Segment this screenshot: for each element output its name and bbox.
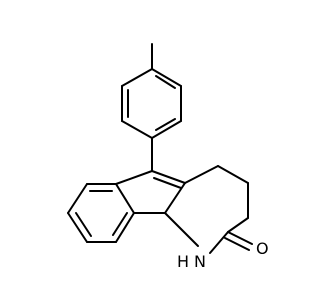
tolyl-double-2 xyxy=(155,118,176,131)
benzo-ring xyxy=(67,183,135,243)
cyclopentadiene-ring xyxy=(115,170,186,214)
tolyl-ring xyxy=(121,68,182,139)
tolyl-bond-6 xyxy=(121,68,153,87)
lactam-bond-2 xyxy=(217,165,249,184)
bond-amide-c-n xyxy=(209,231,229,254)
five-ring-bond-5 xyxy=(115,170,153,185)
lactam-bond-5 xyxy=(164,212,199,247)
tolyl-bond-4 xyxy=(121,120,153,139)
benzo-double-2 xyxy=(75,212,92,237)
lactam-ring xyxy=(164,165,249,247)
structure-canvas: N H O xyxy=(67,43,269,271)
lactam-bond-1 xyxy=(184,165,219,184)
benzo-double-3 xyxy=(112,212,128,236)
atom-label-o: O xyxy=(256,239,269,258)
tolyl-double-1 xyxy=(155,75,176,89)
benzo-bond-5 xyxy=(115,212,135,243)
five-ring-double-inner xyxy=(153,177,182,189)
atom-label-n: N xyxy=(194,252,206,271)
atom-label-h: H xyxy=(177,252,189,271)
tolyl-bond-1 xyxy=(151,68,182,87)
molecule-structure-diagram: N H O xyxy=(67,43,269,271)
carbonyl-bond-b xyxy=(224,237,250,251)
five-ring-bond-2 xyxy=(164,182,186,214)
benzo-bond-3 xyxy=(67,212,88,243)
benzo-bond-2 xyxy=(67,183,88,214)
five-ring-bond-1 xyxy=(151,170,186,184)
tolyl-bond-3 xyxy=(151,120,182,139)
carbonyl-bond-a xyxy=(227,231,253,245)
lactam-bond-4 xyxy=(227,217,249,233)
five-ring-bond-4 xyxy=(115,183,135,214)
